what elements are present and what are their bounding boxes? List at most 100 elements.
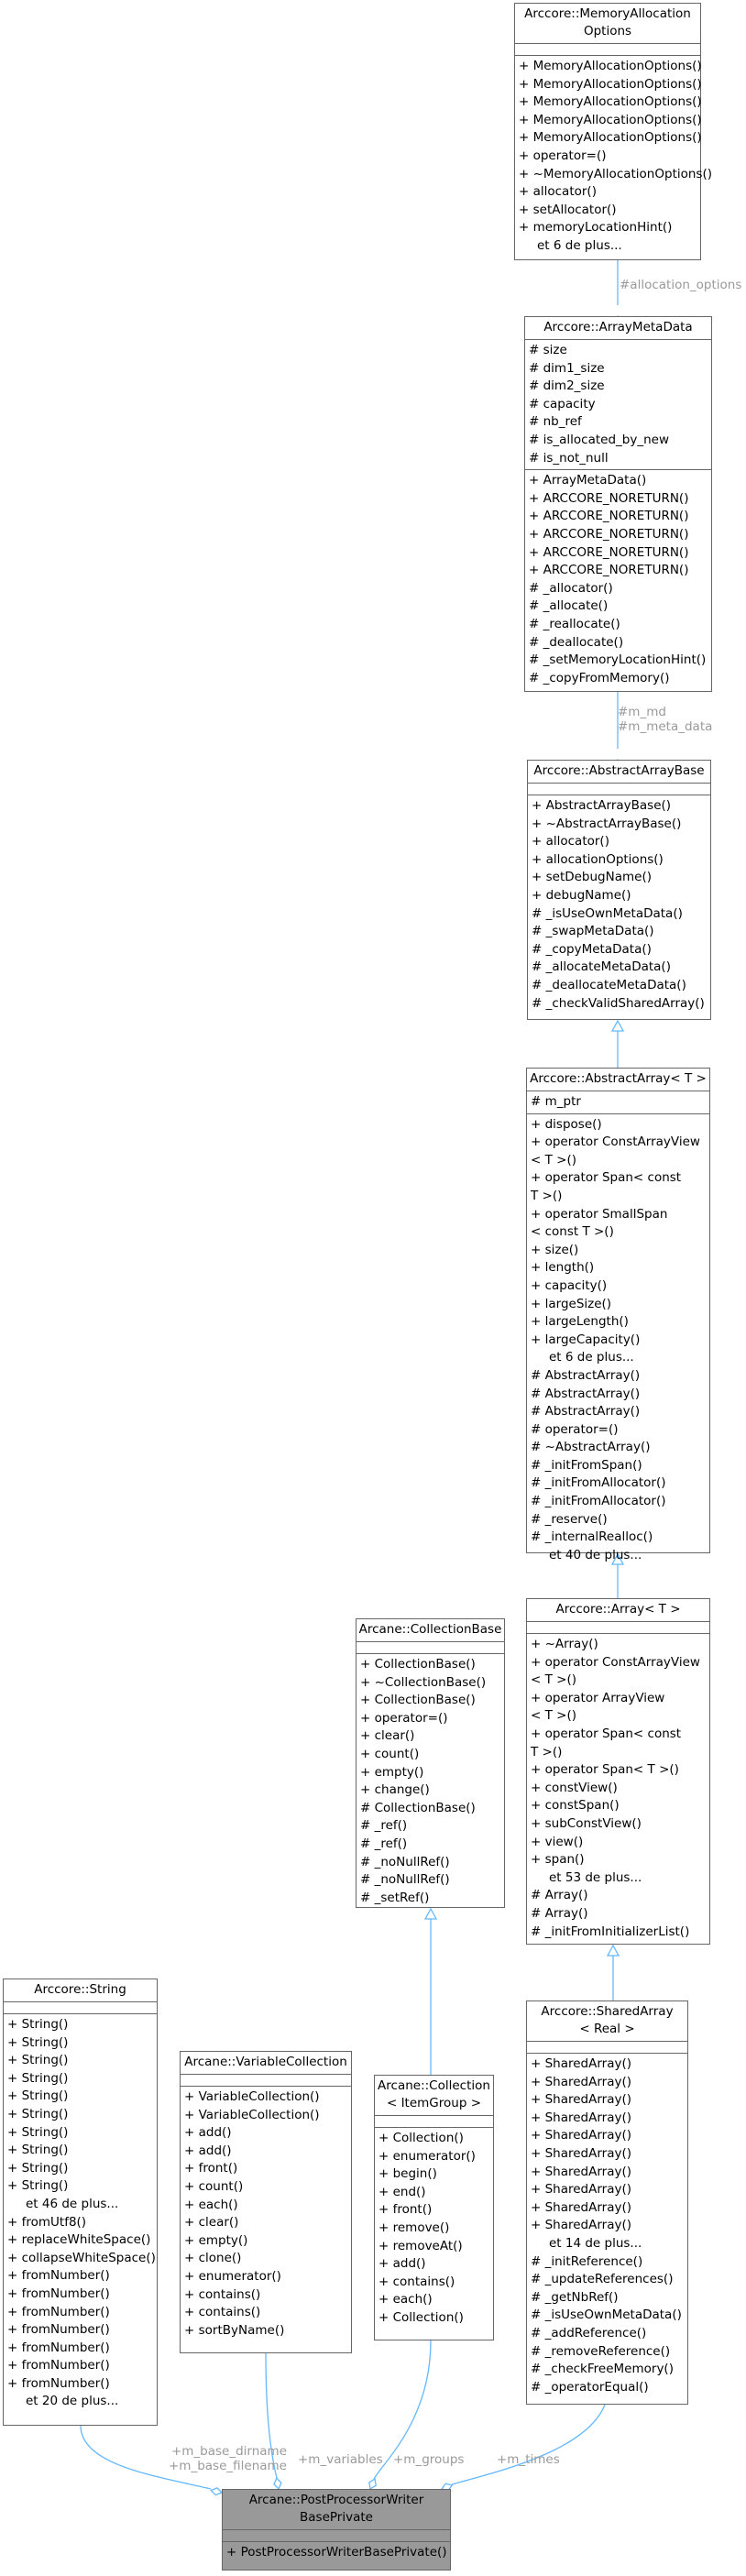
class-collection-item-group[interactable]: Arcane::Collection < ItemGroup >+ Collec… <box>374 2075 494 2340</box>
more-members-link[interactable]: et 6 de plus... <box>549 1350 634 1365</box>
class-abstract-array-base[interactable]: Arccore::AbstractArrayBase+ AbstractArra… <box>527 760 711 1020</box>
member-row: + SharedArray() <box>531 2164 632 2179</box>
aggregation-diamond <box>273 2477 282 2491</box>
member-row: + MemoryAllocationOptions() <box>519 112 702 127</box>
member-row: # _operatorEqual() <box>531 2379 649 2395</box>
member-row: # _initReference() <box>531 2253 643 2269</box>
member-row: # _updateReferences() <box>531 2272 674 2287</box>
class-collection-base[interactable]: Arcane::CollectionBase+ CollectionBase()… <box>356 1618 505 1908</box>
class-variable-collection[interactable]: Arcane::VariableCollection+ VariableColl… <box>180 2051 352 2353</box>
member-row: # _allocator() <box>529 580 613 596</box>
member-row: # nb_ref <box>529 414 582 430</box>
class-title: Arccore::Array< T > <box>527 1599 709 1622</box>
member-row: # _allocate() <box>529 598 609 614</box>
more-members-link[interactable]: et 53 de plus... <box>549 1869 642 1885</box>
more-members-link[interactable]: et 14 de plus... <box>549 2235 642 2251</box>
member-row: + SharedArray() <box>531 2145 632 2161</box>
class-shared-array-real[interactable]: Arccore::SharedArray < Real >+ SharedArr… <box>526 2001 688 2405</box>
member-row: + ~Array() <box>531 1637 598 1651</box>
member-row: + clear() <box>360 1728 415 1744</box>
member-row: + empty() <box>360 1764 424 1780</box>
class-array[interactable]: Arccore::Array< T >+ ~Array()+ operator … <box>526 1598 710 1945</box>
member-row: + CollectionBase() <box>360 1693 476 1708</box>
class-title: Arcane::VariableCollection <box>181 2052 351 2075</box>
member-row: + count() <box>184 2178 244 2194</box>
edge-label-meta-data: #m_md #m_meta_data <box>618 705 713 734</box>
attributes-section <box>527 2042 687 2054</box>
more-members-link[interactable]: et 40 de plus... <box>549 1547 642 1562</box>
member-row: + length() <box>531 1260 595 1276</box>
member-row: + fromNumber() <box>7 2375 110 2391</box>
attributes-section <box>223 2530 450 2542</box>
member-row: # m_ptr <box>531 1094 581 1109</box>
member-row: + memoryLocationHint() <box>519 220 673 236</box>
member-row: + String() <box>7 2053 69 2068</box>
member-row: + contains() <box>184 2305 261 2320</box>
methods-section: + CollectionBase()+ ~CollectionBase()+ C… <box>357 1654 504 1909</box>
member-row: + MemoryAllocationOptions() <box>519 76 702 92</box>
member-row: + String() <box>7 2034 69 2050</box>
member-row: + contains() <box>378 2274 455 2289</box>
member-row: + MemoryAllocationOptions() <box>519 130 702 146</box>
member-row: # ~AbstractArray() <box>531 1440 651 1455</box>
member-row: + String() <box>7 2088 69 2104</box>
member-row: + operator SmallSpan < const T >() <box>531 1206 668 1240</box>
member-row: + operator=() <box>519 148 607 163</box>
member-row: + allocator() <box>532 834 609 850</box>
member-row: # _isUseOwnMetaData() <box>531 2307 682 2323</box>
member-row: # _checkValidSharedArray() <box>532 995 705 1011</box>
member-row: # _initFromAllocator() <box>531 1494 666 1509</box>
member-row: + operator ConstArrayView < T >() <box>531 1654 700 1688</box>
member-row: + VariableCollection() <box>184 2107 320 2122</box>
member-row: + operator=() <box>360 1710 448 1726</box>
member-row: + empty() <box>184 2232 248 2248</box>
class-string[interactable]: Arccore::String+ String()+ String()+ Str… <box>3 1979 158 2426</box>
member-row: + largeCapacity() <box>531 1332 641 1347</box>
member-row: + constView() <box>531 1780 618 1795</box>
member-row: # Array() <box>531 1905 588 1921</box>
member-row: + fromUtf8() <box>7 2214 87 2230</box>
attributes-section: # size# dim1_size# dim2_size# capacity# … <box>525 340 711 471</box>
member-row: + enumerator() <box>184 2268 281 2284</box>
member-row: + ~MemoryAllocationOptions() <box>519 166 712 181</box>
member-row: # size <box>529 343 567 357</box>
member-row: + String() <box>7 2124 69 2140</box>
member-row: + allocator() <box>519 184 597 200</box>
member-row: + Collection() <box>378 2131 464 2145</box>
member-row: + ~AbstractArrayBase() <box>532 816 682 831</box>
more-members-link[interactable]: et 46 de plus... <box>26 2196 119 2211</box>
member-row: + operator ConstArrayView < T >() <box>531 1135 700 1167</box>
member-row: + ARCCORE_NORETURN() <box>529 509 689 524</box>
member-row: + front() <box>378 2202 433 2218</box>
member-row: # _setMemoryLocationHint() <box>529 652 707 668</box>
attributes-section <box>528 784 710 795</box>
class-array-meta-data[interactable]: Arccore::ArrayMetaData# size# dim1_size#… <box>524 316 712 692</box>
class-abstract-array[interactable]: Arccore::AbstractArray< T ># m_ptr+ disp… <box>526 1068 710 1562</box>
member-row: + subConstView() <box>531 1815 642 1831</box>
methods-section: + Collection()+ enumerator()+ begin()+ e… <box>375 2128 493 2329</box>
methods-section: + MemoryAllocationOptions() + MemoryAlloc… <box>515 56 712 258</box>
member-row: # _reserve() <box>531 1511 608 1527</box>
member-row: + SharedArray() <box>531 2199 632 2215</box>
member-row: + dispose() <box>531 1116 602 1132</box>
member-row: # _ref() <box>360 1818 408 1834</box>
class-title: Arccore::ArrayMetaData <box>525 317 711 340</box>
class-post-processor-writer-base-private[interactable]: Arcane::PostProcessorWriter BasePrivate+… <box>222 2489 451 2571</box>
more-members-link[interactable]: et 6 de plus... <box>537 237 622 253</box>
more-members-link[interactable]: et 20 de plus... <box>26 2394 119 2409</box>
edge-label-groups: +m_groups <box>393 2452 465 2467</box>
member-row: + collapseWhiteSpace() <box>7 2250 156 2265</box>
attributes-section <box>375 2116 493 2128</box>
member-row: + MemoryAllocationOptions() <box>519 94 702 110</box>
member-row: + String() <box>7 2017 69 2032</box>
member-row: + ArrayMetaData() <box>529 473 647 488</box>
member-row: + allocationOptions() <box>532 851 664 867</box>
class-title: Arccore::AbstractArrayBase <box>528 761 710 784</box>
attributes-section <box>4 2002 157 2014</box>
member-row: + sortByName() <box>184 2322 285 2338</box>
attributes-section: # m_ptr <box>527 1091 709 1114</box>
member-row: + SharedArray() <box>531 2110 632 2125</box>
member-row: + String() <box>7 2143 69 2158</box>
class-memory-allocation-options[interactable]: Arccore::MemoryAllocation Options+ Memor… <box>514 3 712 260</box>
member-row: + change() <box>360 1782 430 1798</box>
